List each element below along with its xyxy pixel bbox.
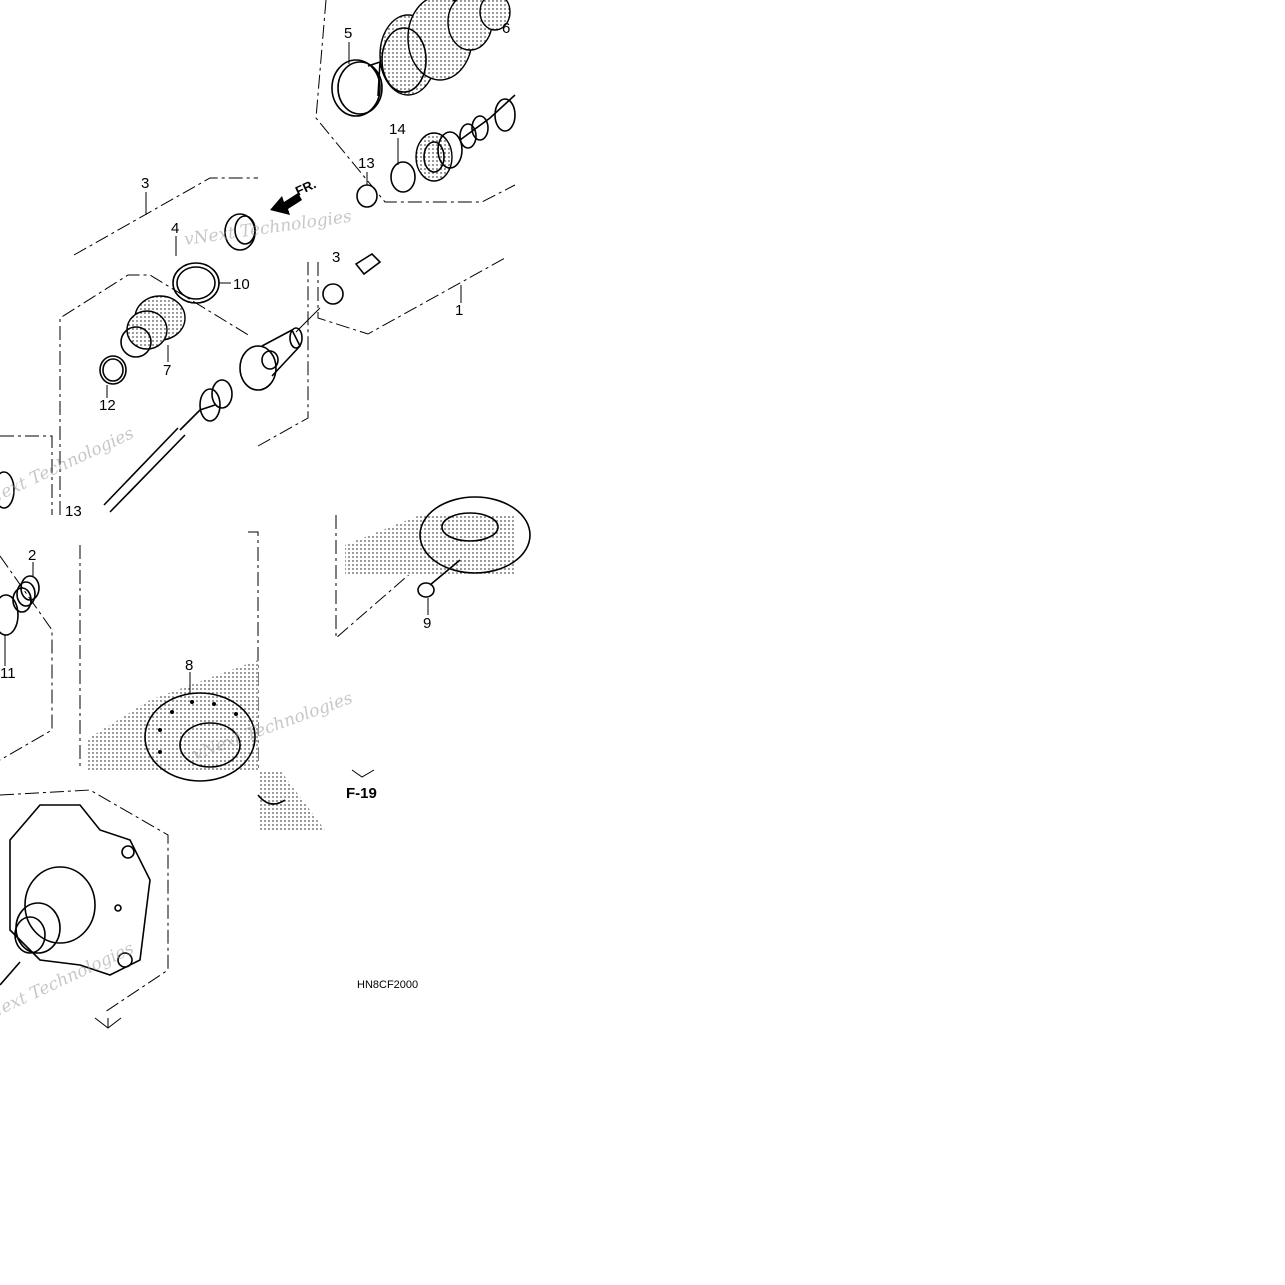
front-direction-arrow: FR. <box>270 176 318 215</box>
seal-11 <box>0 594 19 636</box>
section-reference[interactable]: F-19 <box>346 785 377 802</box>
brake-disc-8 <box>86 660 258 782</box>
callout-9: 9 <box>423 615 431 632</box>
watermark-text: vNext Technologies <box>0 938 137 1028</box>
callout-1: 1 <box>455 302 463 319</box>
spline-end <box>354 252 382 276</box>
left-joint-fragment <box>0 471 15 509</box>
callout-12: 12 <box>99 397 116 414</box>
callout-2: 2 <box>28 547 36 564</box>
assembly-boundaries <box>0 0 516 1013</box>
boundary-left-upper <box>0 435 53 515</box>
brake-disc-right-fragment <box>345 496 531 575</box>
callout-5: 5 <box>344 25 352 42</box>
watermark-text: vNext Technologies <box>0 423 137 513</box>
fr-label: FR. <box>293 176 318 198</box>
inner-joint-housing <box>239 327 303 391</box>
callout-14: 14 <box>389 121 406 138</box>
boundary-left-lower <box>0 555 53 761</box>
drive-shaft <box>103 379 233 513</box>
down-arrow-icon <box>94 1017 122 1029</box>
inner-boot-7 <box>120 295 186 358</box>
callout-13-secondary: 13 <box>65 503 82 520</box>
callout-7: 7 <box>163 362 171 379</box>
callout-3-secondary: 3 <box>332 249 340 266</box>
ring-13-middle <box>322 283 344 305</box>
spring-2 <box>12 575 40 613</box>
outer-joint-boundary <box>315 0 516 203</box>
section-ref-arrow-icon <box>351 769 375 778</box>
outer-joint-shaft <box>459 94 516 149</box>
brake-disc-lower-fragment <box>257 770 325 830</box>
ring-13-upper <box>356 184 378 208</box>
ring-10 <box>172 262 220 304</box>
wheel-hub-knuckle <box>0 804 151 986</box>
callout-8: 8 <box>185 657 193 674</box>
callout-4: 4 <box>171 220 179 237</box>
boundary-1 <box>317 257 506 335</box>
watermark-text: vNext Technologies <box>183 207 353 250</box>
inner-joint-top <box>224 213 256 251</box>
diagram-code: HN8CF2000 <box>357 979 418 991</box>
callout-numbers: 1 2 3 3 4 5 6 7 8 9 10 11 12 13 13 14 <box>0 20 510 682</box>
callout-10: 10 <box>233 276 250 293</box>
boundary-knuckle <box>0 789 169 1013</box>
callout-11: 11 <box>0 665 16 682</box>
ring-12 <box>99 355 127 385</box>
callout-3: 3 <box>141 175 149 192</box>
circlip-14 <box>390 161 416 193</box>
callout-6: 6 <box>502 20 510 37</box>
inner-boot-small <box>415 131 463 182</box>
boot-band-5 <box>331 59 383 117</box>
outer-cv-boot <box>379 0 511 96</box>
boundary-3 <box>73 177 258 256</box>
boundary-inner-right <box>257 262 309 447</box>
bolt-9 <box>417 559 461 598</box>
leader-lines <box>4 42 462 694</box>
callout-13: 13 <box>358 155 375 172</box>
